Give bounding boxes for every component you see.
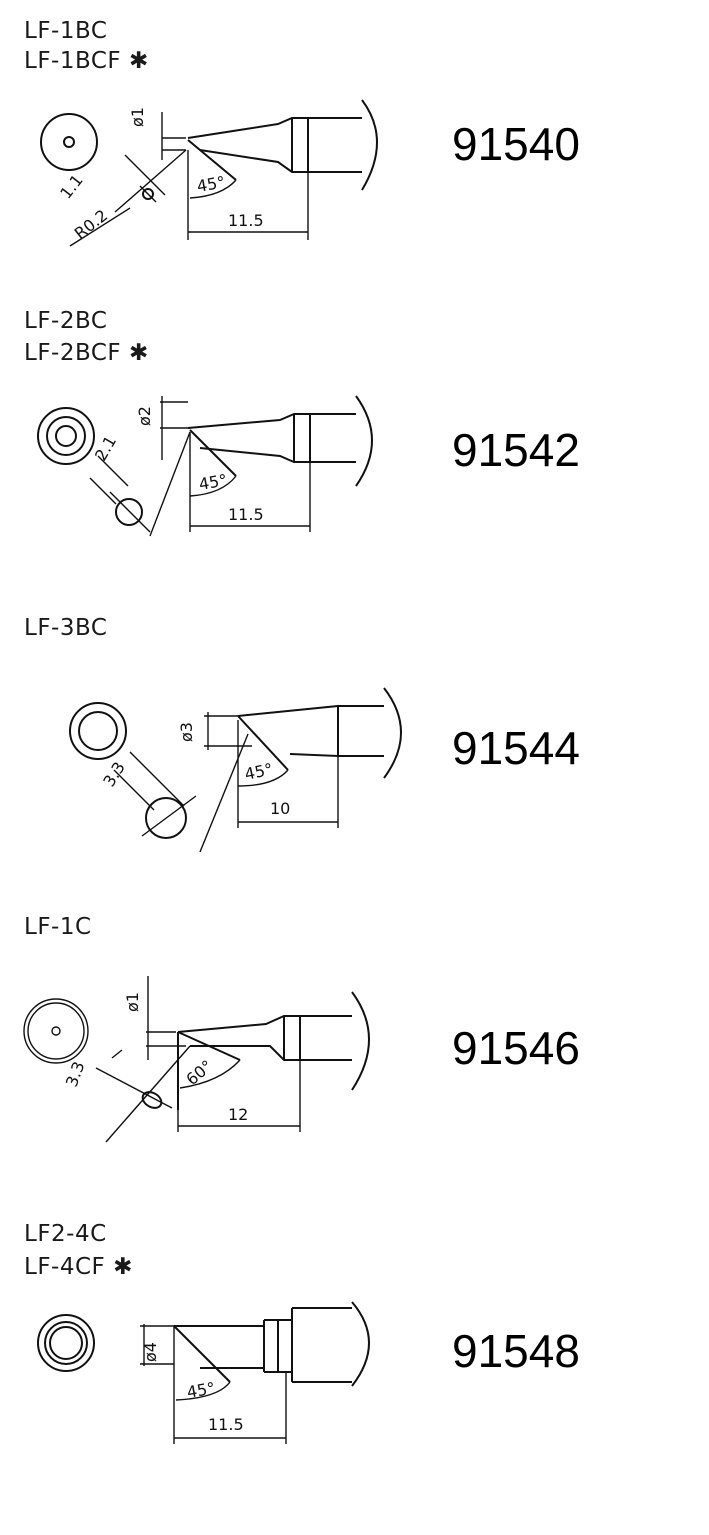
end-view-outer	[37, 407, 95, 465]
end-view-outer	[23, 998, 89, 1064]
end-view-outer	[69, 702, 127, 760]
diameter-label: ø4	[141, 1342, 160, 1362]
tip-model-name: LF2-4C	[24, 1221, 107, 1247]
angle-arc	[179, 1059, 241, 1089]
part-number: 91548	[452, 1325, 580, 1377]
tip-model-name: LF-4CF ✱	[24, 1254, 133, 1280]
end-view-outer	[37, 1314, 95, 1372]
tip-91542: LF-2BC LF-2BCF ✱ ø2 2.1 45° 11.5 91542	[0, 300, 709, 600]
end-view-inner	[63, 136, 75, 148]
angle-arc	[175, 1381, 231, 1401]
tip-drawing: ø1 3.3 60° 12	[23, 976, 370, 1143]
tip-body	[187, 117, 309, 173]
end-view-inner	[55, 425, 77, 447]
tip-model-name: LF-1C	[24, 914, 92, 940]
tip-model-name: LF-3BC	[24, 615, 108, 641]
tip-model-name: LF-2BC	[24, 308, 108, 334]
face-width-label: 2.1	[91, 432, 120, 464]
break-line	[361, 99, 378, 191]
angle-label: 60°	[182, 1056, 216, 1089]
face-width-label: 3.3	[62, 1059, 89, 1089]
part-number: 91546	[452, 1022, 580, 1074]
tip-body	[187, 413, 311, 463]
face-width-label: 3.3	[99, 758, 129, 790]
diameter-label: ø2	[135, 406, 154, 426]
tip-drawing: ø3 3.3 45° 10	[69, 687, 402, 853]
tip-91544: LF-3BC ø3 3.3 45° 10 91544	[0, 600, 709, 900]
end-view-inner	[49, 1326, 83, 1360]
length-label: 11.5	[228, 505, 264, 524]
diameter-label: ø1	[128, 107, 147, 127]
tip-body	[174, 1325, 265, 1369]
angle-arc	[237, 769, 289, 787]
break-line	[355, 395, 373, 487]
tip-model-name: LF-1BC	[24, 18, 108, 44]
diameter-label: ø3	[177, 722, 196, 742]
angle-label: 45°	[185, 1378, 216, 1402]
angle-label: 45°	[243, 759, 275, 783]
tip-body	[237, 704, 339, 758]
tip-drawing: ø4 45° 11.5	[37, 1301, 370, 1444]
length-label: 12	[228, 1105, 248, 1124]
break-line	[383, 687, 402, 779]
tip-91540: LF-1BC LF-1BCF ✱ ø1 1.1 R0.2 45° 11.5 91	[0, 0, 709, 300]
end-view-outer	[40, 113, 98, 171]
angle-label: 45°	[195, 172, 226, 196]
radius-label: R0.2	[71, 206, 112, 243]
part-number: 91540	[452, 118, 580, 170]
diameter-label: ø1	[123, 992, 142, 1012]
tip-model-name: LF-1BCF ✱	[24, 48, 149, 74]
end-view-inner	[51, 1026, 61, 1036]
end-view-inner	[78, 711, 118, 751]
tip-91548: LF2-4C LF-4CF ✱ ø4 45° 11.5 91548	[0, 1200, 709, 1500]
length-label: 11.5	[228, 211, 264, 230]
tip-drawing: ø2 2.1 45° 11.5	[37, 395, 373, 537]
tip-model-name: LF-2BCF ✱	[24, 340, 149, 366]
tip-91546: LF-1C ø1 3.3 60° 12 91546	[0, 900, 709, 1200]
tip-drawing: ø1 1.1 R0.2 45° 11.5	[40, 99, 378, 247]
angle-arc	[189, 475, 237, 497]
tip-body	[177, 1015, 301, 1061]
length-label: 11.5	[208, 1415, 244, 1434]
part-number: 91544	[452, 722, 580, 774]
length-label: 10	[270, 799, 290, 818]
break-line	[351, 991, 370, 1091]
break-line	[351, 1301, 370, 1387]
angle-label: 45°	[197, 470, 228, 494]
face-width-label: 1.1	[56, 171, 87, 203]
angle-arc	[189, 179, 237, 199]
part-number: 91542	[452, 424, 580, 476]
